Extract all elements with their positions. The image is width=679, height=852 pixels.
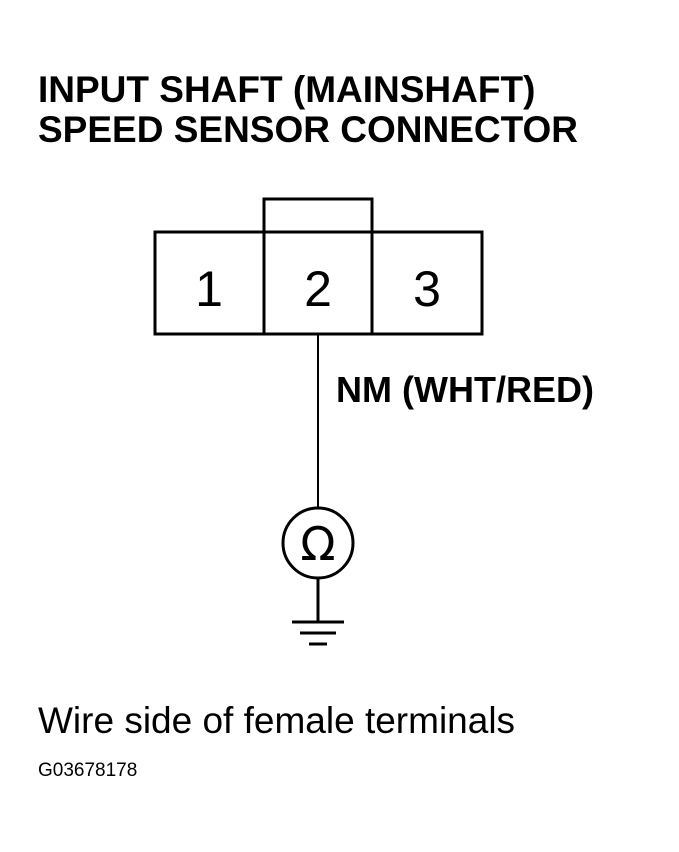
ohm-symbol: Ω [300, 517, 335, 571]
terminal-2-label: 2 [304, 261, 332, 317]
diagram-title: INPUT SHAFT (MAINSHAFT) SPEED SENSOR CON… [38, 70, 578, 150]
view-caption: Wire side of female terminals [38, 700, 516, 741]
terminal-1-label: 1 [195, 261, 223, 317]
title-line-2: SPEED SENSOR CONNECTOR [38, 109, 579, 150]
title-line-1: INPUT SHAFT (MAINSHAFT) [38, 69, 536, 110]
figure-id: G03678178 [38, 760, 138, 781]
terminal-3-label: 3 [413, 261, 441, 317]
ground-icon [292, 578, 344, 646]
wire-color-label: NM (WHT/RED) [336, 369, 594, 410]
connector-lock-tab [262, 197, 374, 234]
ohmmeter-icon: Ω [281, 506, 355, 580]
